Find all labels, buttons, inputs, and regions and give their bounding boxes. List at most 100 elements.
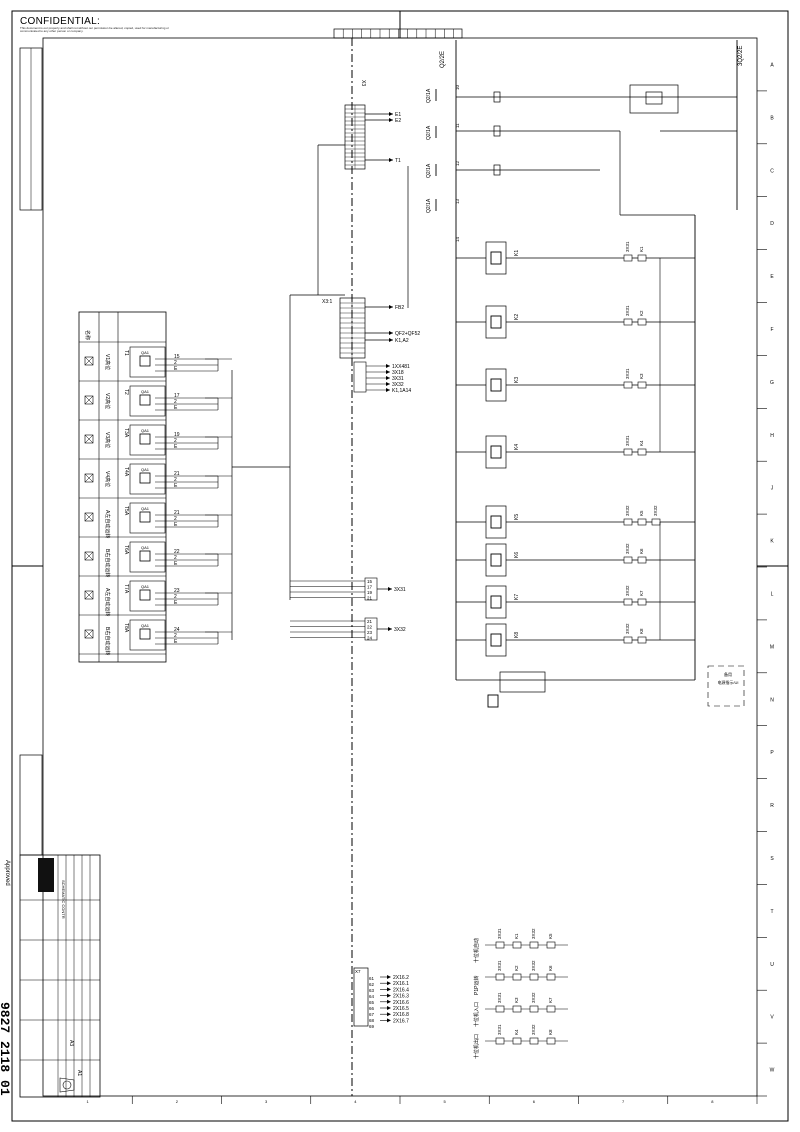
relay-terminal-label: 21 <box>174 471 180 477</box>
connector-x2-sub-output: 3X18 <box>392 370 404 376</box>
bus-pin: 21 <box>367 596 373 601</box>
projection-symbol <box>59 1077 75 1093</box>
bus-pin: 23 <box>367 630 373 635</box>
relay-terminal-label: 2 <box>174 633 177 639</box>
coil-icon <box>490 445 502 459</box>
relay-tag: T6A <box>123 545 129 555</box>
checkbox-icon <box>84 434 94 444</box>
relay-coil-label: QA1 <box>141 506 150 511</box>
relay-terminal-label: 24 <box>174 627 180 633</box>
legend-contact-icon <box>546 941 556 949</box>
contact-label: 3X31 <box>625 435 630 446</box>
row-letter: V <box>770 1015 774 1021</box>
bus-pin: 17 <box>367 585 373 590</box>
legend-contact-icon <box>512 941 522 949</box>
contact-label: K5 <box>639 510 644 516</box>
legend-item: K8 <box>548 1029 553 1035</box>
connector-x1-output: T1 <box>395 158 401 164</box>
bottom-connector-pin: 67 <box>369 1012 375 1017</box>
checkbox-icon <box>84 395 94 405</box>
relay-terminal-label: 2 <box>174 477 177 483</box>
bottom-connector-output: 2X16.7 <box>393 1018 409 1024</box>
relay-box <box>129 502 166 534</box>
bottom-connector-tag: X7 <box>355 969 361 974</box>
connector-x2-output: QF2+QF52 <box>395 331 420 337</box>
legend-item: K6 <box>548 965 553 971</box>
legend-contact-icon <box>546 1037 556 1045</box>
rail-node-label: 13 <box>455 198 460 204</box>
trunk-wiring <box>231 144 409 640</box>
contact-icon <box>623 318 633 326</box>
relay-tag: T1 <box>123 350 129 356</box>
relay-tag: T5A <box>123 506 129 516</box>
coil-icon <box>490 595 502 609</box>
contact-label: K6 <box>639 548 644 554</box>
relay-terminal-label: 17 <box>174 393 180 399</box>
zone-number: 3 <box>265 1099 268 1104</box>
contact-label: K1 <box>639 246 644 252</box>
contact-label: K2 <box>639 310 644 316</box>
bottom-connector-pin: 61 <box>369 976 375 981</box>
approved-label: Approved <box>4 860 10 886</box>
company-logo <box>38 858 54 892</box>
relay-box <box>129 619 166 651</box>
coil-icon <box>490 378 502 392</box>
checkbox-cross <box>84 395 94 405</box>
legend-item: K4 <box>514 1029 519 1035</box>
coil-box <box>485 241 507 275</box>
arrow-icon <box>389 305 393 309</box>
legend-contact-icon <box>546 1005 556 1013</box>
relay-terminal-label: 2 <box>174 360 177 366</box>
rail-node-label: 14 <box>455 236 460 242</box>
arrow-icon <box>387 1018 391 1023</box>
relay-coil-label: QA1 <box>141 545 150 550</box>
contact-icon <box>623 448 633 456</box>
breaker-label: Q2/1A <box>426 88 432 103</box>
row-letter: A <box>770 62 774 68</box>
relay-terminal-label: E <box>174 444 178 450</box>
relay-coil-label: QA1 <box>141 428 150 433</box>
timer-box <box>499 671 546 693</box>
reserve-box: 备用 电源指示/UI <box>707 665 745 707</box>
legend-label: 十位机入口 <box>473 1002 480 1027</box>
arrow-icon <box>386 376 390 380</box>
relay-terminal-label: E <box>174 600 178 606</box>
relay-coil-label: QA1 <box>141 389 150 394</box>
contact-icon <box>637 448 647 456</box>
bottom-connector: X76162636465666768692X16.22X16.12X16.42X… <box>353 967 409 1029</box>
coil-icon <box>490 633 502 647</box>
arrow-icon <box>389 338 393 342</box>
top-tab-ticks <box>342 29 454 38</box>
relay-label: V1高位 <box>104 354 111 370</box>
relay-terminal-label: 19 <box>174 432 180 438</box>
arrow-icon <box>389 331 393 335</box>
bottom-connector-output: 2X16.2 <box>393 975 409 981</box>
bus-target: 3X31 <box>394 587 406 593</box>
coil-icon <box>490 251 502 265</box>
breaker-label: Q2/1A <box>426 125 432 140</box>
arrow-icon <box>386 382 390 386</box>
drawing-number: 9827 2118 01 <box>0 1002 12 1096</box>
relay-coil-icon <box>139 550 151 562</box>
power-right-rail: 3Q2/2E <box>738 46 744 66</box>
bottom-connector-output: 2X16.4 <box>393 987 409 993</box>
legend-label: 十位机出口 <box>473 1034 480 1059</box>
legend-contact-icon <box>512 1037 522 1045</box>
contact-icon <box>623 254 633 262</box>
relay-label: V3高位 <box>104 432 111 448</box>
relay-label: V4高位 <box>104 471 111 487</box>
legend-item: 3X32 <box>531 928 536 939</box>
arrow-icon <box>387 981 391 986</box>
arrow-icon <box>387 1012 391 1017</box>
legend-item: 3X31 <box>497 960 502 971</box>
contact-label: 3X31 <box>625 305 630 316</box>
connector-x2-sub-output: 3X31 <box>392 376 404 382</box>
relay-label: A左自动运转 <box>104 588 111 616</box>
arrow-icon <box>389 118 393 122</box>
relay-terminal-label: 2 <box>174 555 177 561</box>
legend-item: K7 <box>548 997 553 1003</box>
